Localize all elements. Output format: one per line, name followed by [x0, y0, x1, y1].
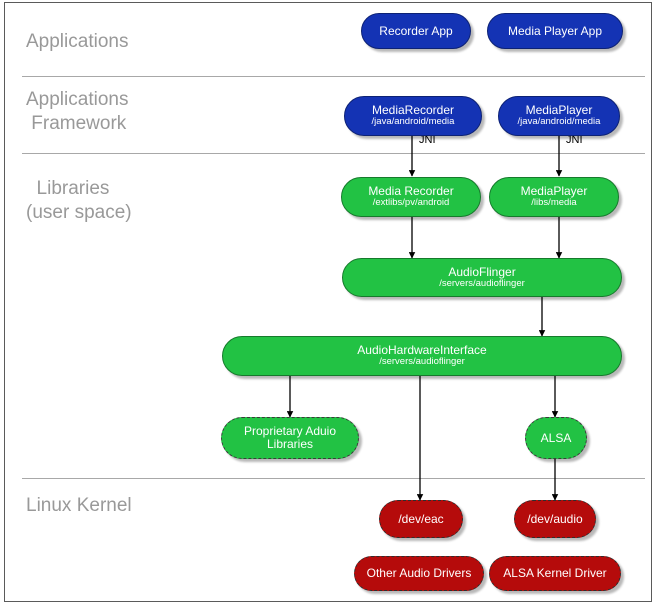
node-title: MediaRecorder	[371, 103, 455, 118]
section-label-linux-kernel: Linux Kernel	[26, 495, 132, 516]
section-label-libraries: Libraries (user space)	[26, 178, 132, 223]
node-title: Recorder App	[379, 23, 453, 38]
node-title: MediaPlayer	[520, 184, 588, 199]
node-title: ALSA	[540, 430, 572, 445]
node-subtitle: /java/android/media	[371, 116, 455, 128]
node-title: Proprietary Aduio	[243, 424, 337, 439]
node-subtitle: Libraries	[266, 437, 314, 451]
diagram-frame	[4, 2, 652, 602]
divider-framework	[22, 153, 645, 154]
divider-applications	[22, 76, 645, 77]
node-recorder-app[interactable]: Recorder App	[361, 13, 471, 49]
section-label-applications: Applications	[26, 31, 129, 52]
node-media-player-framework[interactable]: MediaPlayer /java/android/media	[498, 96, 620, 136]
divider-linux-kernel	[22, 478, 645, 479]
node-dev-audio[interactable]: /dev/audio	[514, 500, 596, 538]
node-title: Media Player App	[507, 23, 603, 38]
node-title: /dev/eac	[398, 511, 444, 526]
node-subtitle: /extlibs/pv/android	[372, 197, 450, 209]
node-title: Media Recorder	[368, 184, 454, 199]
node-title: AudioHardwareInterface	[357, 343, 487, 358]
node-other-audio-drivers[interactable]: Other Audio Drivers	[354, 556, 484, 591]
node-media-player-app[interactable]: Media Player App	[487, 13, 623, 49]
node-subtitle: /libs/media	[531, 197, 577, 209]
node-subtitle: /servers/audioflinger	[379, 356, 465, 368]
node-proprietary-audio-libraries[interactable]: Proprietary Aduio Libraries	[221, 417, 359, 459]
node-title: MediaPlayer	[525, 103, 593, 118]
node-alsa[interactable]: ALSA	[525, 417, 587, 459]
node-title: ALSA Kernel Driver	[503, 566, 607, 581]
node-subtitle: /java/android/media	[517, 116, 601, 128]
section-label-applications-framework: Applications Framework	[26, 89, 129, 134]
edge-label-jni-recorder: JNI	[419, 134, 436, 146]
node-media-recorder-framework[interactable]: MediaRecorder /java/android/media	[344, 96, 482, 136]
node-media-recorder-lib[interactable]: Media Recorder /extlibs/pv/android	[341, 177, 481, 217]
node-subtitle: /servers/audioflinger	[439, 277, 525, 289]
node-audiohardwareinterface[interactable]: AudioHardwareInterface /servers/audiofli…	[222, 336, 622, 376]
node-title: /dev/audio	[527, 511, 583, 526]
node-dev-eac[interactable]: /dev/eac	[379, 500, 463, 538]
node-audioflinger[interactable]: AudioFlinger /servers/audioflinger	[342, 258, 622, 297]
node-alsa-kernel-driver[interactable]: ALSA Kernel Driver	[489, 556, 621, 591]
edge-label-jni-player: JNI	[566, 134, 583, 146]
node-title: AudioFlinger	[448, 264, 516, 279]
node-media-player-lib[interactable]: MediaPlayer /libs/media	[489, 177, 619, 217]
node-title: Other Audio Drivers	[366, 566, 472, 581]
